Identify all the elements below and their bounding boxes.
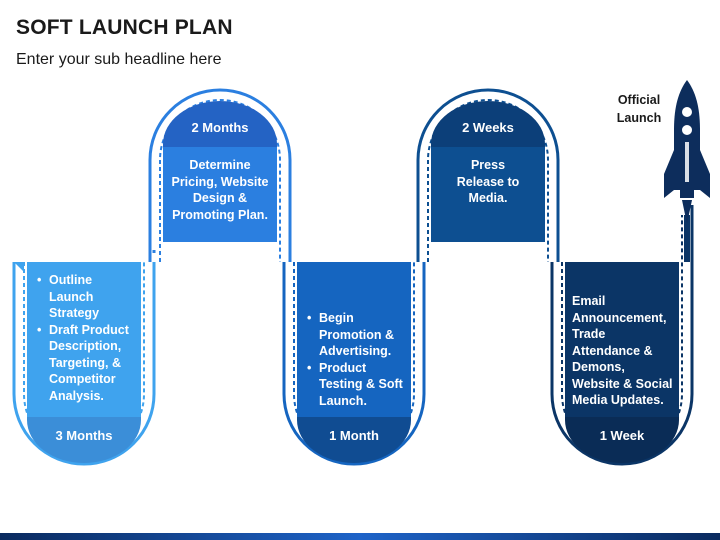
stage2-label: 2 Months bbox=[191, 120, 249, 135]
stage5-label: 1 Week bbox=[599, 428, 645, 443]
page-subtitle: Enter your sub headline here bbox=[16, 51, 222, 68]
stage4-box: Press Release to Media. bbox=[456, 158, 520, 205]
stage5-label-band bbox=[565, 417, 679, 463]
stage5-box: Email Announcement, Trade Attendance & D… bbox=[572, 294, 673, 407]
stage2-box-bg bbox=[163, 147, 277, 242]
stage3-label-band bbox=[297, 417, 411, 463]
stage3-label: 1 Month bbox=[329, 428, 379, 443]
stage1-label-band bbox=[27, 417, 141, 463]
stage2-box: Determine Pricing, Website Design & Prom… bbox=[171, 158, 269, 222]
stage5-outer-arc bbox=[550, 205, 694, 466]
stage1-bullet: Outline Launch Strategy bbox=[37, 272, 137, 322]
stage1-box: Outline Launch Strategy Draft Product De… bbox=[37, 272, 137, 404]
stage1-label: 3 Months bbox=[55, 428, 113, 443]
stage2-label-band bbox=[163, 101, 277, 147]
stage3-bullet: Begin Promotion & Advertising. bbox=[307, 310, 407, 360]
stage3-bullet: Product Testing & Soft Launch. bbox=[307, 360, 407, 410]
stage2-outer-arc bbox=[148, 88, 292, 262]
page-title: SOFT LAUNCH PLAN bbox=[16, 16, 233, 39]
stage1-bullet: Draft Product Description, Targeting, & … bbox=[37, 322, 137, 405]
rocket-icon bbox=[664, 80, 710, 224]
official-launch-line1: Official bbox=[617, 93, 661, 107]
stage4-outer-arc bbox=[416, 88, 560, 262]
stage3-outer-arc bbox=[282, 262, 426, 466]
stage4-label-band bbox=[431, 101, 545, 147]
bottom-accent-bar bbox=[0, 533, 720, 540]
official-launch-line2: Launch bbox=[616, 111, 662, 125]
stage3-box: Begin Promotion & Advertising. Product T… bbox=[307, 310, 407, 409]
stage1-start-arrow bbox=[14, 262, 24, 272]
stage1-outer-arc bbox=[12, 262, 156, 466]
stage4-box-bg bbox=[431, 147, 545, 242]
stage5-box-bg bbox=[565, 262, 679, 417]
stage4-label: 2 Weeks bbox=[462, 120, 514, 135]
official-launch-label: Official Launch bbox=[606, 91, 672, 127]
